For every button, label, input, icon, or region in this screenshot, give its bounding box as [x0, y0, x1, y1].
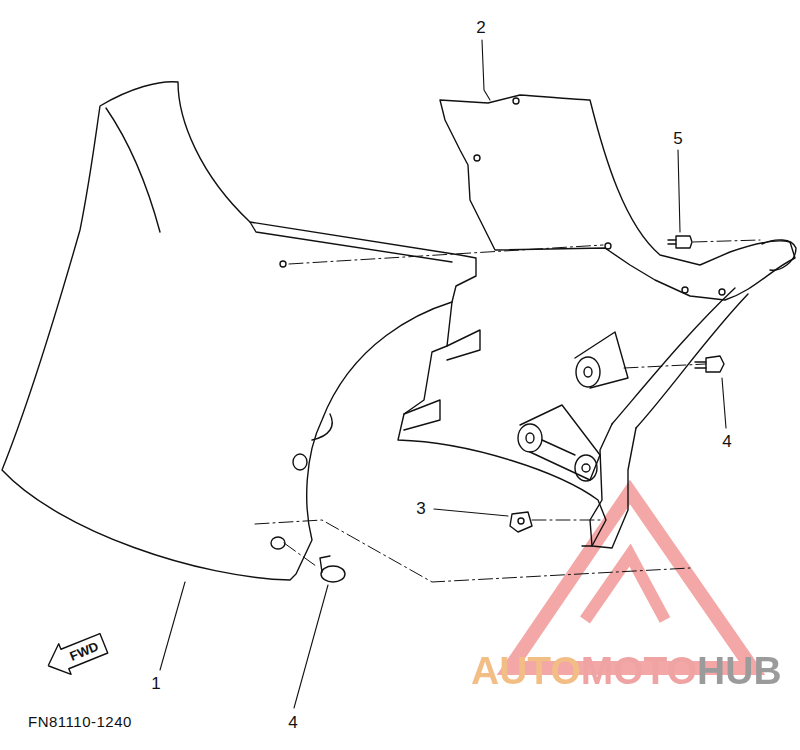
mount-boss — [575, 332, 628, 388]
inner-cowl — [398, 302, 606, 546]
callout-number: 1 — [151, 675, 160, 692]
watermark-text: AUTOMOTOHUB — [471, 651, 782, 690]
callout-number: 4 — [722, 433, 731, 450]
arrow-shape — [42, 628, 110, 681]
cowl-stay — [612, 288, 735, 424]
callout-number: 5 — [673, 130, 682, 147]
callout-number: 2 — [476, 19, 485, 36]
side-cowl — [2, 82, 476, 580]
callout-number: 3 — [416, 500, 425, 517]
watermark-logo — [510, 492, 752, 668]
screw — [668, 236, 692, 248]
diagram-code: FN81110-1240 — [28, 714, 132, 729]
nut — [510, 512, 532, 532]
screw — [320, 556, 345, 582]
mount-boss — [520, 405, 600, 480]
callout-number: 4 — [288, 714, 297, 731]
inner-panel — [440, 95, 795, 300]
forward-arrow: FWD — [44, 632, 109, 678]
